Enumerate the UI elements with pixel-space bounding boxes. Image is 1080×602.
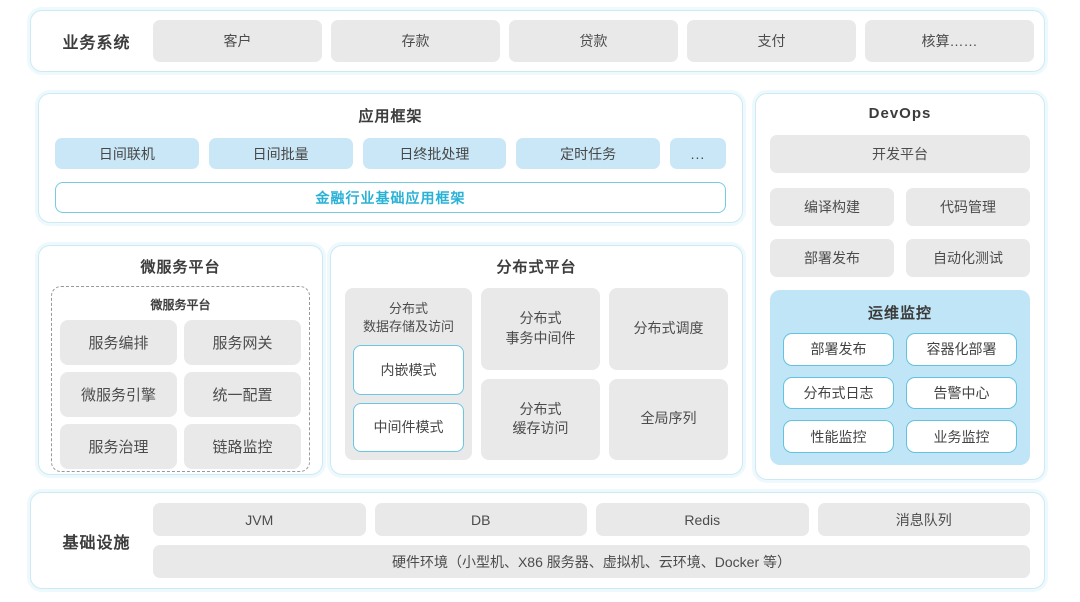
- middle-section: 应用框架 日间联机 日间批量 日终批处理 定时任务 ... 金融行业基础应用框架…: [38, 93, 1045, 480]
- devops-tool-code-management: 代码管理: [906, 188, 1030, 226]
- ops-item-alert-center: 告警中心: [906, 376, 1017, 410]
- micro-item-service-orchestration: 服务编排: [60, 320, 177, 365]
- devops-panel: DevOps 开发平台 编译构建 代码管理 部署发布 自动化测试 运维监控 部署…: [755, 93, 1045, 480]
- app-framework-panel: 应用框架 日间联机 日间批量 日终批处理 定时任务 ... 金融行业基础应用框架: [38, 93, 743, 223]
- infrastructure-row: JVM DB Redis 消息队列: [153, 503, 1030, 536]
- business-systems-panel: 业务系统 客户 存款 贷款 支付 核算……: [30, 10, 1045, 72]
- microservice-platform-panel: 微服务平台 微服务平台 服务编排 服务网关 微服务引擎 统一配置 服务治理 链路…: [38, 245, 323, 475]
- distributed-platform-panel: 分布式平台 分布式 数据存储及访问 内嵌模式 中间件模式 分布式 事务中间件 分…: [330, 245, 743, 475]
- business-system-item-loan: 贷款: [509, 20, 678, 62]
- micro-item-microservice-engine: 微服务引擎: [60, 372, 177, 417]
- ops-item-distributed-logging: 分布式日志: [783, 376, 894, 410]
- module-daytime-batch: 日间批量: [208, 138, 353, 169]
- devops-title: DevOps: [868, 105, 932, 122]
- devops-tool-automated-testing: 自动化测试: [906, 239, 1030, 277]
- infrastructure-panel: 基础设施 JVM DB Redis 消息队列 硬件环境（小型机、X86 服务器、…: [30, 492, 1045, 589]
- ops-monitoring-panel: 运维监控 部署发布 容器化部署 分布式日志 告警中心 性能监控 业务监控: [770, 290, 1030, 465]
- ops-monitoring-title: 运维监控: [867, 305, 932, 322]
- devops-tool-deploy-release: 部署发布: [770, 239, 894, 277]
- dist-cell-global-sequence: 全局序列: [609, 378, 728, 460]
- devops-dev-platform: 开发平台: [770, 135, 1030, 173]
- module-daytime-online: 日间联机: [55, 138, 199, 169]
- infra-item-message-queue: 消息队列: [817, 503, 1030, 536]
- business-system-item-accounting: 核算……: [865, 20, 1034, 62]
- microservice-inner-title: 微服务平台: [150, 298, 211, 312]
- micro-item-trace-monitoring: 链路监控: [184, 424, 301, 469]
- micro-item-service-governance: 服务治理: [60, 424, 177, 469]
- distributed-grid: 分布式 数据存储及访问 内嵌模式 中间件模式 分布式 事务中间件 分布式调度 分…: [345, 288, 728, 460]
- devops-tools-grid: 编译构建 代码管理 部署发布 自动化测试: [770, 188, 1030, 277]
- financial-base-framework-bar: 金融行业基础应用框架: [55, 182, 726, 213]
- business-systems-label: 业务系统: [62, 35, 131, 52]
- microservice-platform-title: 微服务平台: [140, 259, 221, 276]
- micro-item-unified-config: 统一配置: [184, 372, 301, 417]
- distributed-storage-card: 分布式 数据存储及访问 内嵌模式 中间件模式: [345, 288, 472, 460]
- dist-cell-cache-access: 分布式 缓存访问: [481, 378, 600, 460]
- microservice-grid: 服务编排 服务网关 微服务引擎 统一配置 服务治理 链路监控: [60, 320, 301, 469]
- ops-item-deploy-release: 部署发布: [783, 333, 894, 366]
- platforms-row: 微服务平台 微服务平台 服务编排 服务网关 微服务引擎 统一配置 服务治理 链路…: [38, 245, 743, 475]
- module-eod-batch: 日终批处理: [362, 138, 507, 169]
- left-column: 应用框架 日间联机 日间批量 日终批处理 定时任务 ... 金融行业基础应用框架…: [38, 93, 743, 480]
- module-scheduled-tasks: 定时任务: [516, 138, 660, 169]
- ops-monitoring-grid: 部署发布 容器化部署 分布式日志 告警中心 性能监控 业务监控: [783, 333, 1017, 453]
- distributed-storage-label: 分布式 数据存储及访问: [362, 301, 454, 334]
- business-system-item-deposit: 存款: [331, 20, 500, 62]
- storage-mode-embedded: 内嵌模式: [353, 345, 464, 395]
- infra-item-jvm: JVM: [153, 503, 366, 536]
- infra-item-db: DB: [374, 503, 587, 536]
- infrastructure-label: 基础设施: [62, 534, 131, 552]
- ops-item-performance-monitoring: 性能监控: [783, 420, 894, 453]
- infra-item-redis: Redis: [596, 503, 809, 536]
- infrastructure-content: JVM DB Redis 消息队列 硬件环境（小型机、X86 服务器、虚拟机、云…: [153, 503, 1030, 578]
- app-framework-title: 应用框架: [358, 108, 423, 125]
- distributed-platform-title: 分布式平台: [496, 259, 577, 276]
- hardware-environment-bar: 硬件环境（小型机、X86 服务器、虚拟机、云环境、Docker 等）: [153, 545, 1030, 578]
- dist-cell-scheduling: 分布式调度: [609, 288, 728, 370]
- dist-cell-transaction-middleware: 分布式 事务中间件: [481, 288, 600, 370]
- business-system-item-customer: 客户: [153, 20, 322, 62]
- microservice-inner-box: 微服务平台 服务编排 服务网关 微服务引擎 统一配置 服务治理 链路监控: [51, 286, 310, 472]
- app-framework-modules: 日间联机 日间批量 日终批处理 定时任务 ...: [55, 138, 726, 169]
- storage-mode-middleware: 中间件模式: [353, 402, 464, 452]
- module-more-ellipsis: ...: [670, 138, 726, 169]
- business-system-item-payment: 支付: [687, 20, 856, 62]
- micro-item-service-gateway: 服务网关: [184, 320, 301, 365]
- devops-tool-compile-build: 编译构建: [770, 188, 894, 226]
- ops-item-business-monitoring: 业务监控: [906, 420, 1017, 453]
- ops-item-containerized-deploy: 容器化部署: [906, 333, 1017, 366]
